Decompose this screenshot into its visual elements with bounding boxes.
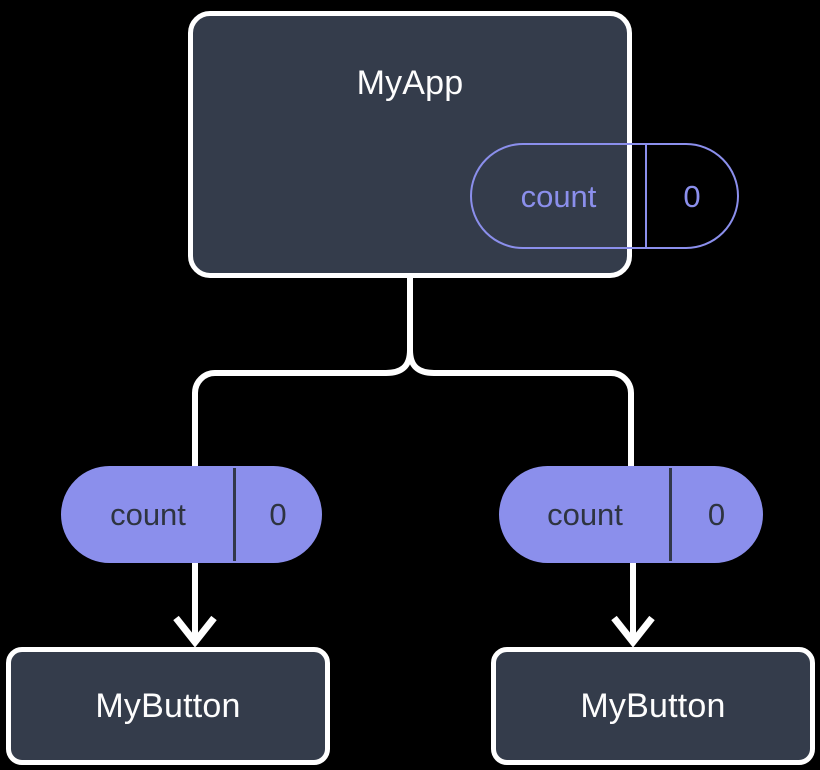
prop-pill-count-right[interactable]: count 0 bbox=[499, 466, 763, 563]
prop-pill-value: 0 bbox=[707, 497, 726, 532]
component-card-mybutton-left[interactable]: MyButton bbox=[6, 647, 330, 765]
component-title: MyButton bbox=[95, 687, 241, 725]
prop-pill-key: count bbox=[63, 468, 236, 561]
state-pill-count[interactable]: count 0 bbox=[470, 143, 739, 249]
component-card-mybutton-right[interactable]: MyButton bbox=[491, 647, 815, 765]
component-title: MyApp bbox=[356, 64, 464, 102]
prop-arrow-right-head bbox=[611, 615, 655, 648]
edge-fork-right bbox=[407, 349, 634, 468]
component-title: MyButton bbox=[580, 687, 726, 725]
prop-pill-value: 0 bbox=[269, 497, 287, 532]
prop-pill-key: count bbox=[501, 468, 672, 561]
prop-arrow-left-head bbox=[173, 615, 217, 648]
state-pill-value: 0 bbox=[683, 178, 701, 214]
edge-fork-left bbox=[192, 349, 413, 468]
state-pill-key: count bbox=[472, 145, 647, 247]
component-card-myapp[interactable]: MyApp count 0 bbox=[188, 11, 739, 278]
prop-pill-count-left[interactable]: count 0 bbox=[61, 466, 322, 563]
